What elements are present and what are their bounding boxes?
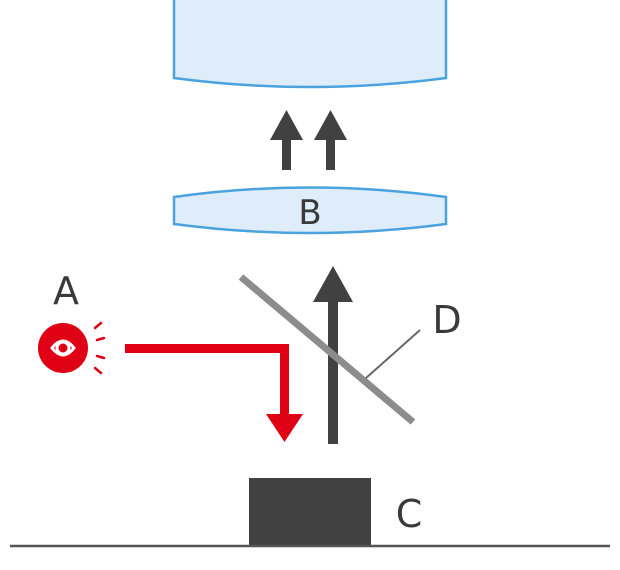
double-up-arrow-icon xyxy=(270,110,347,170)
label-c: C xyxy=(396,492,423,536)
label-b: B xyxy=(298,193,321,233)
light-bulb-icon xyxy=(38,321,106,375)
half-mirror-d xyxy=(238,274,416,425)
illumination-light-path xyxy=(125,344,303,442)
reflected-light-arrow xyxy=(313,266,353,444)
lens-b xyxy=(172,186,448,235)
label-d: D xyxy=(432,298,461,342)
upper-lens xyxy=(172,0,448,89)
label-a: A xyxy=(53,269,79,313)
sample-c xyxy=(249,478,371,546)
leader-line-d xyxy=(365,329,421,379)
